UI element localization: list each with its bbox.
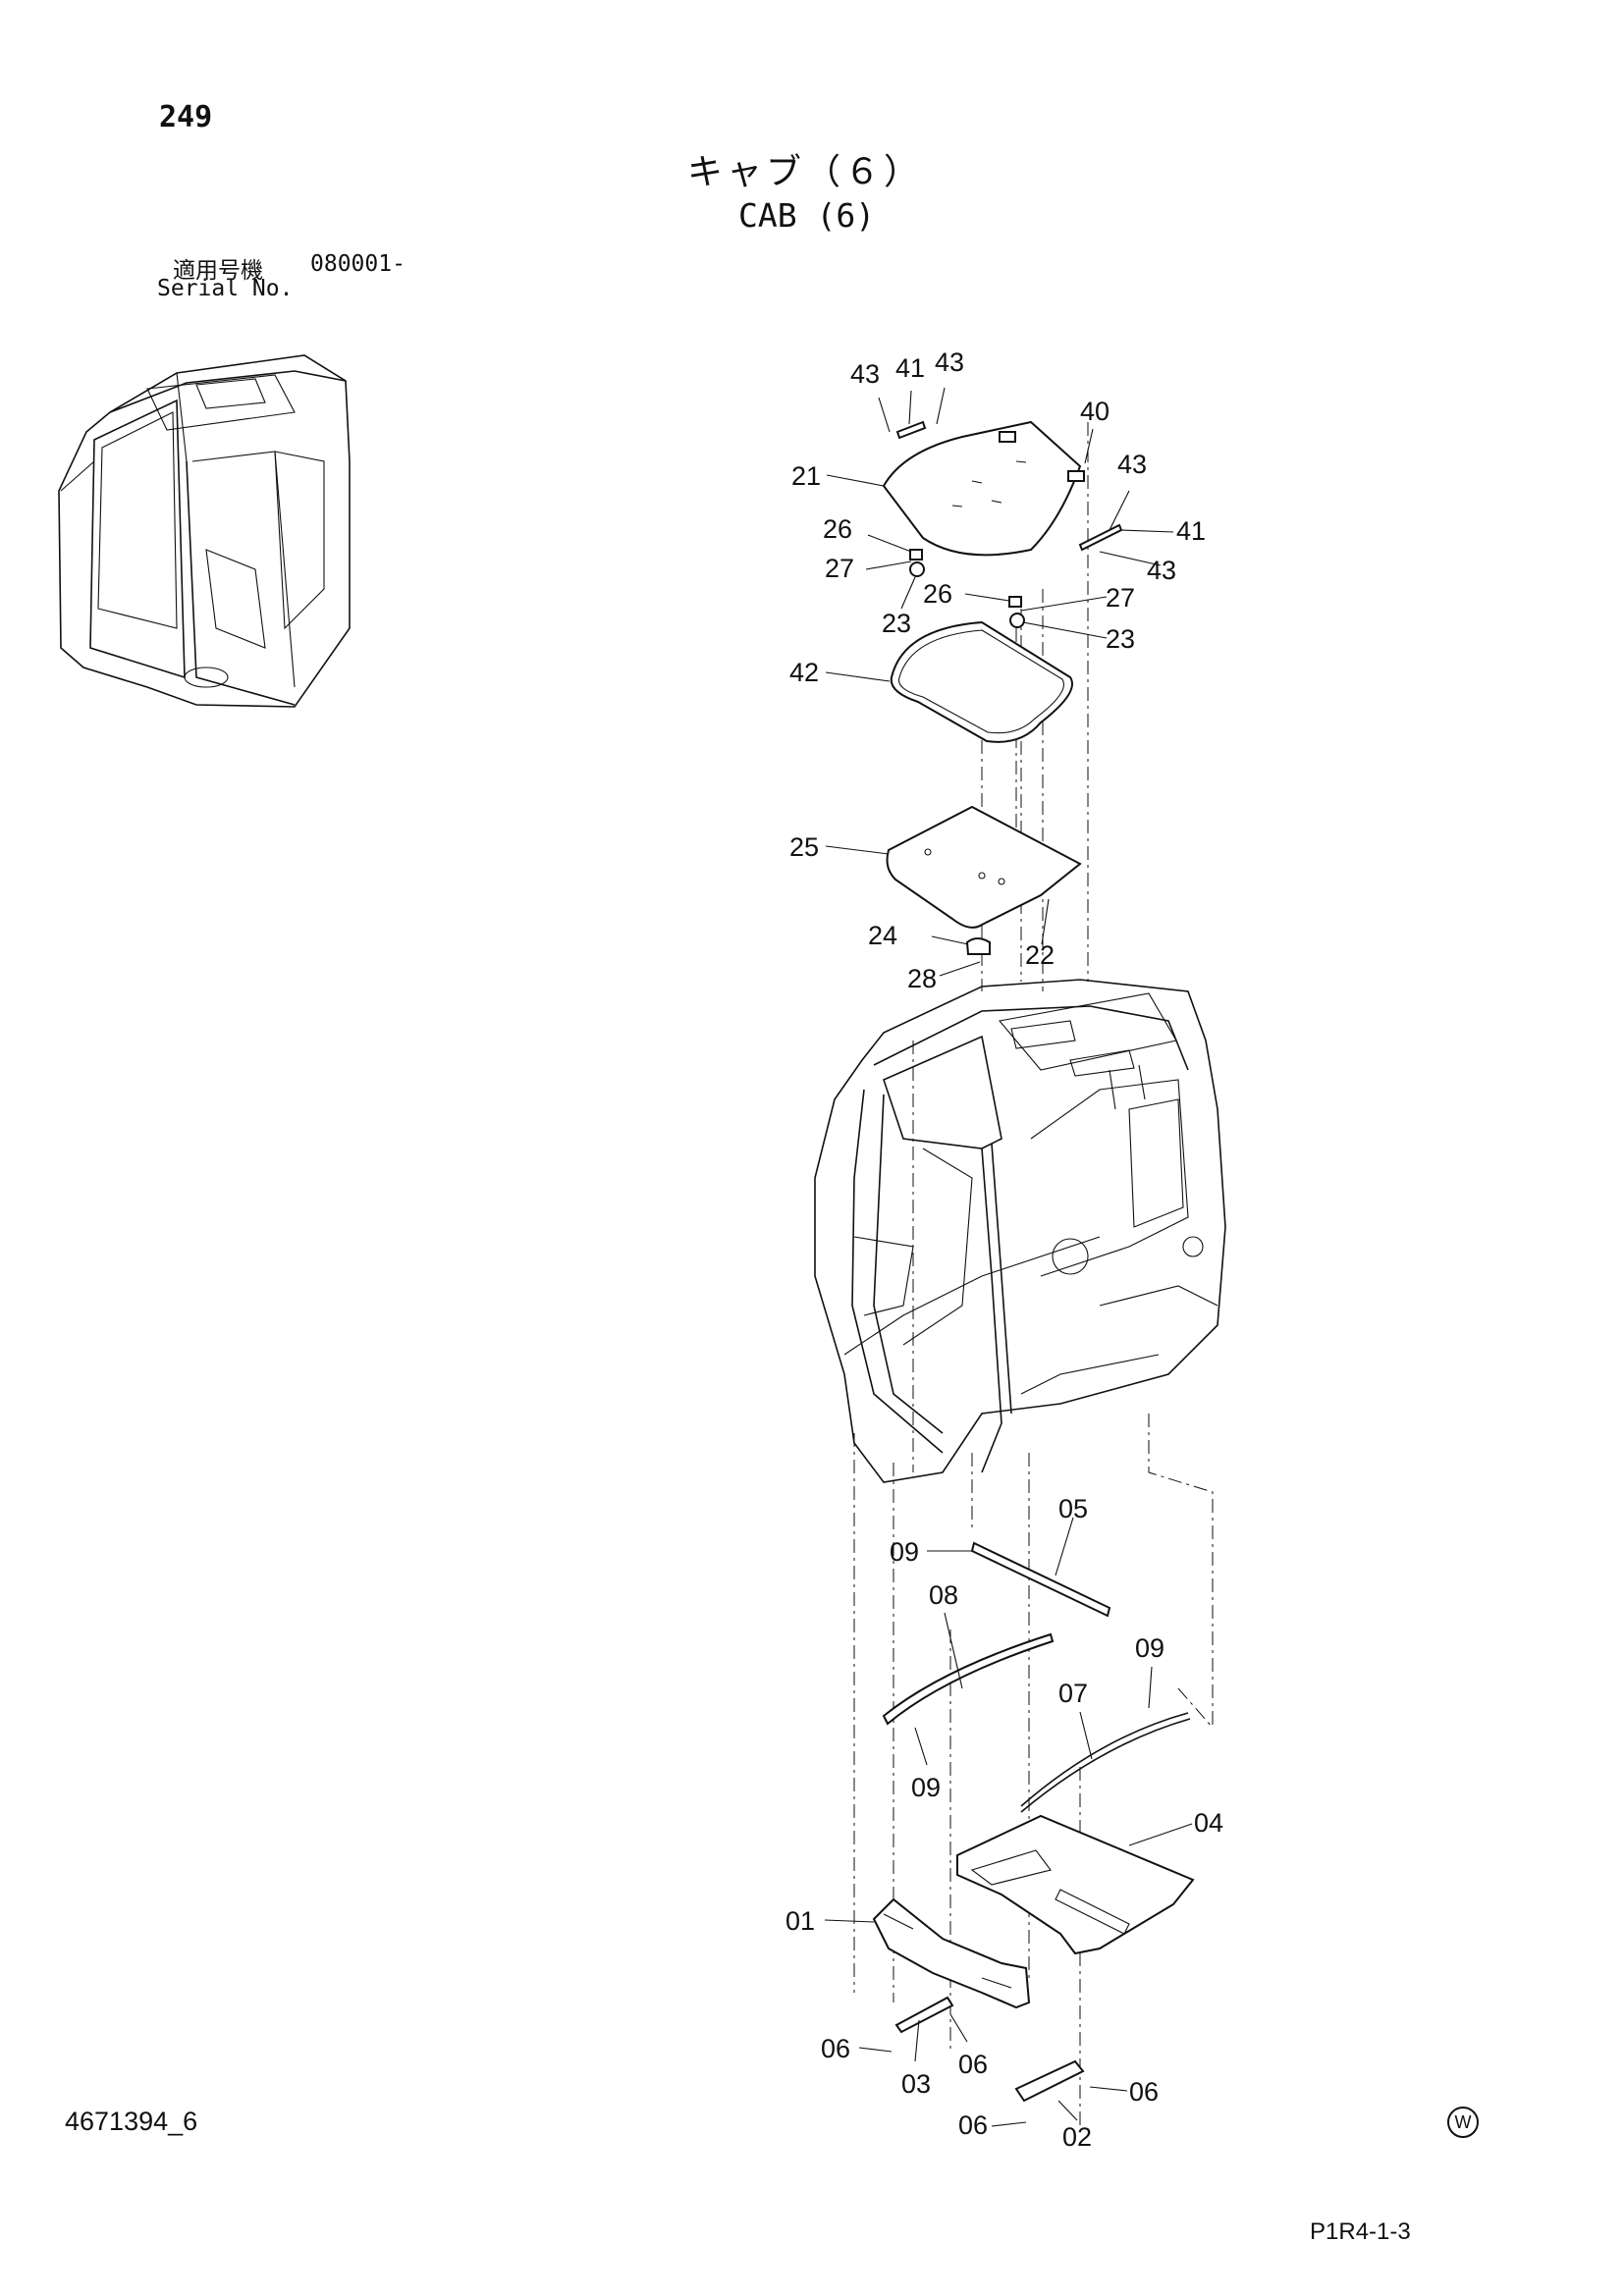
callout-21: 21 (791, 461, 821, 491)
callout-06: 06 (958, 2110, 988, 2140)
callout-06: 06 (958, 2050, 988, 2079)
callout-leader-lines (824, 387, 1193, 2127)
part-02-plate (1014, 2059, 1085, 2103)
callout-01: 01 (785, 1906, 815, 1936)
callout-labels: 43 41 43 40 21 43 41 43 26 27 23 26 27 2… (785, 347, 1223, 2152)
title-japanese: キャブ（６） (687, 152, 924, 192)
part-21-roof-cover (882, 420, 1082, 557)
serial-range: 080001- (310, 251, 406, 277)
w-mark-symbol: W (1447, 2107, 1479, 2138)
callout-09: 09 (1135, 1633, 1164, 1663)
callout-27: 27 (1106, 583, 1135, 613)
callout-42: 42 (789, 658, 819, 687)
part-07-seal (1020, 1712, 1189, 1807)
part-05-strip (970, 1541, 1111, 1618)
document-id: 4671394_6 (65, 2107, 198, 2136)
part-42-seal (890, 620, 1073, 743)
title-english: CAB (6) (738, 196, 876, 235)
callout-41: 41 (895, 353, 925, 383)
callout-26: 26 (923, 579, 952, 609)
part-08-weatherstrip (882, 1632, 1055, 1726)
callout-43: 43 (935, 347, 964, 377)
part-03-strip (894, 1996, 954, 2034)
callout-41: 41 (1176, 516, 1206, 546)
serial-label-japanese: 適用号機 (173, 258, 263, 284)
part-24-bracket (965, 937, 991, 955)
callout-27: 27 (825, 554, 854, 583)
callout-05: 05 (1058, 1494, 1088, 1523)
part-hinge (1067, 470, 1085, 482)
callout-40: 40 (1080, 397, 1110, 426)
part-26-pad (909, 549, 923, 561)
part-hinge (999, 431, 1016, 443)
part-25-plate (886, 805, 1082, 929)
callout-02: 02 (1062, 2122, 1092, 2152)
cab-thumbnail-illustration (58, 354, 351, 708)
callout-26: 26 (823, 514, 852, 544)
part-01-bracket (872, 1897, 1031, 2009)
callout-08: 08 (929, 1580, 958, 1610)
serial-label-english: Serial No. (157, 276, 294, 301)
callout-06: 06 (1129, 2077, 1159, 2107)
cab-frame-illustration (814, 979, 1226, 1483)
callout-28: 28 (907, 964, 937, 993)
part-23-nut (1009, 613, 1025, 628)
page-code: P1R4-1-3 (1310, 2218, 1411, 2245)
page-number: 249 (159, 100, 213, 134)
callout-07: 07 (1058, 1679, 1088, 1708)
callout-09: 09 (890, 1537, 919, 1567)
callout-43: 43 (1117, 450, 1147, 479)
callout-04: 04 (1194, 1808, 1223, 1838)
part-23-nut (909, 561, 925, 577)
callout-03: 03 (901, 2069, 931, 2099)
callout-24: 24 (868, 921, 897, 950)
part-26-pad (1008, 596, 1022, 608)
callout-09: 09 (911, 1773, 941, 1802)
callout-43: 43 (1147, 556, 1176, 585)
part-41-bar-lower (1078, 523, 1123, 552)
part-04-roof-liner (956, 1814, 1195, 1955)
callout-23: 23 (882, 609, 911, 638)
callout-22: 22 (1025, 940, 1055, 970)
callout-43: 43 (850, 359, 880, 389)
callout-23: 23 (1106, 624, 1135, 654)
callout-06: 06 (821, 2034, 850, 2063)
part-41-bar-upper (895, 420, 927, 440)
callout-25: 25 (789, 832, 819, 862)
